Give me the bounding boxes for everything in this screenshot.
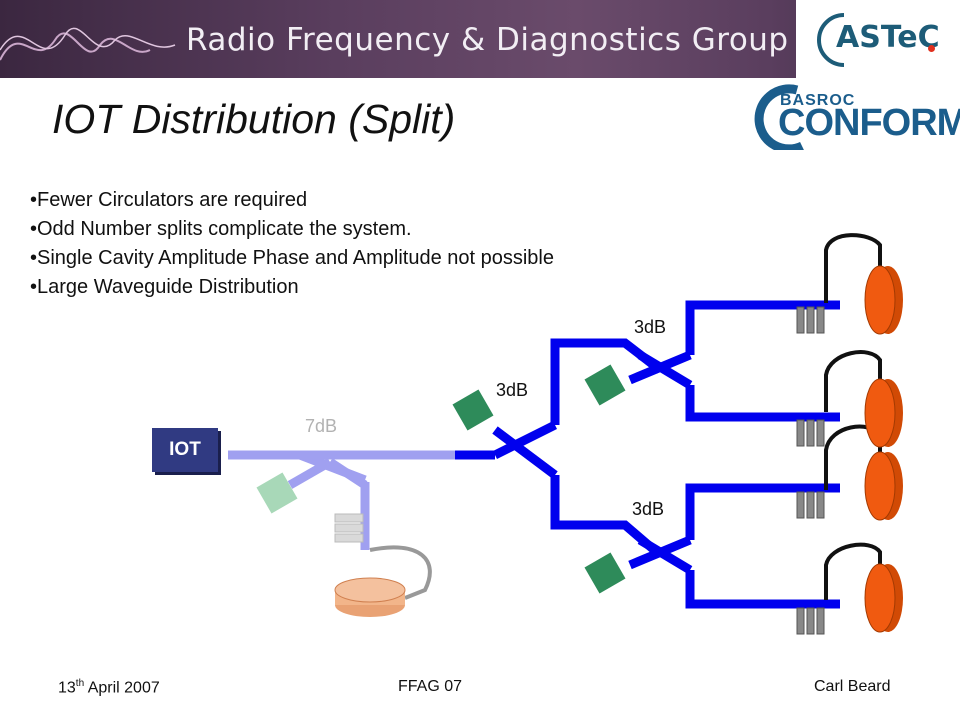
circulator-icon	[584, 552, 626, 594]
bullet-list: •Fewer Circulators are required •Odd Num…	[30, 186, 554, 302]
bullet-item: •Fewer Circulators are required	[30, 189, 308, 211]
dummy-load-icon	[334, 577, 406, 617]
cavity-icon	[864, 451, 903, 521]
bullet-item: •Large Waveguide Distribution	[30, 276, 299, 298]
astec-logo-text: ASTeC	[836, 20, 940, 55]
footer-event: FFAG 07	[398, 678, 463, 695]
footer-date: 13th April 2007	[58, 678, 160, 697]
load-icon	[796, 607, 825, 635]
faint-cable	[369, 545, 432, 600]
load-icon	[796, 491, 825, 519]
faint-circulator-icon	[256, 472, 298, 514]
basroc-conform-logo: BASROC CONFORM	[752, 84, 960, 150]
basroc-swoosh-icon	[754, 84, 804, 150]
split-label-3db-top: 3dB	[634, 317, 667, 337]
circulator-icon	[452, 389, 494, 431]
faint-waveguide	[228, 450, 455, 550]
circulator-icon	[584, 364, 626, 406]
banner-title: Radio Frequency & Diagnostics Group	[186, 22, 789, 58]
iot-box: IOT	[152, 428, 218, 472]
waveform-graphic	[0, 27, 176, 61]
cavity-icon	[864, 378, 903, 448]
faint-load-icon	[334, 513, 364, 543]
footer-author: Carl Beard	[814, 678, 891, 695]
footer-date-day: 13	[58, 679, 76, 697]
main-waveguide	[455, 300, 840, 609]
footer-date-suffix: th	[75, 678, 85, 689]
astec-dot-icon	[928, 45, 935, 52]
split-label-3db-bottom: 3dB	[632, 499, 665, 519]
cavity-icon	[864, 265, 903, 335]
split-label-7db: 7dB	[305, 416, 338, 436]
load-icon	[796, 419, 825, 447]
load-icon	[796, 306, 825, 334]
slide-title: IOT Distribution (Split)	[52, 96, 456, 142]
cavity-icon	[864, 563, 903, 633]
split-label-3db-center: 3dB	[496, 380, 529, 400]
header-banner: Radio Frequency & Diagnostics Group ASTe…	[0, 0, 960, 78]
astec-swoosh-icon	[817, 13, 845, 67]
astec-logo: ASTeC	[796, 0, 960, 78]
footer-date-rest: April 2007	[84, 679, 160, 697]
basroc-text: BASROC	[780, 92, 856, 109]
bullet-item: •Odd Number splits complicate the system…	[30, 218, 412, 240]
conform-text: CONFORM	[778, 102, 960, 144]
bullet-item: •Single Cavity Amplitude Phase and Ampli…	[30, 247, 554, 269]
